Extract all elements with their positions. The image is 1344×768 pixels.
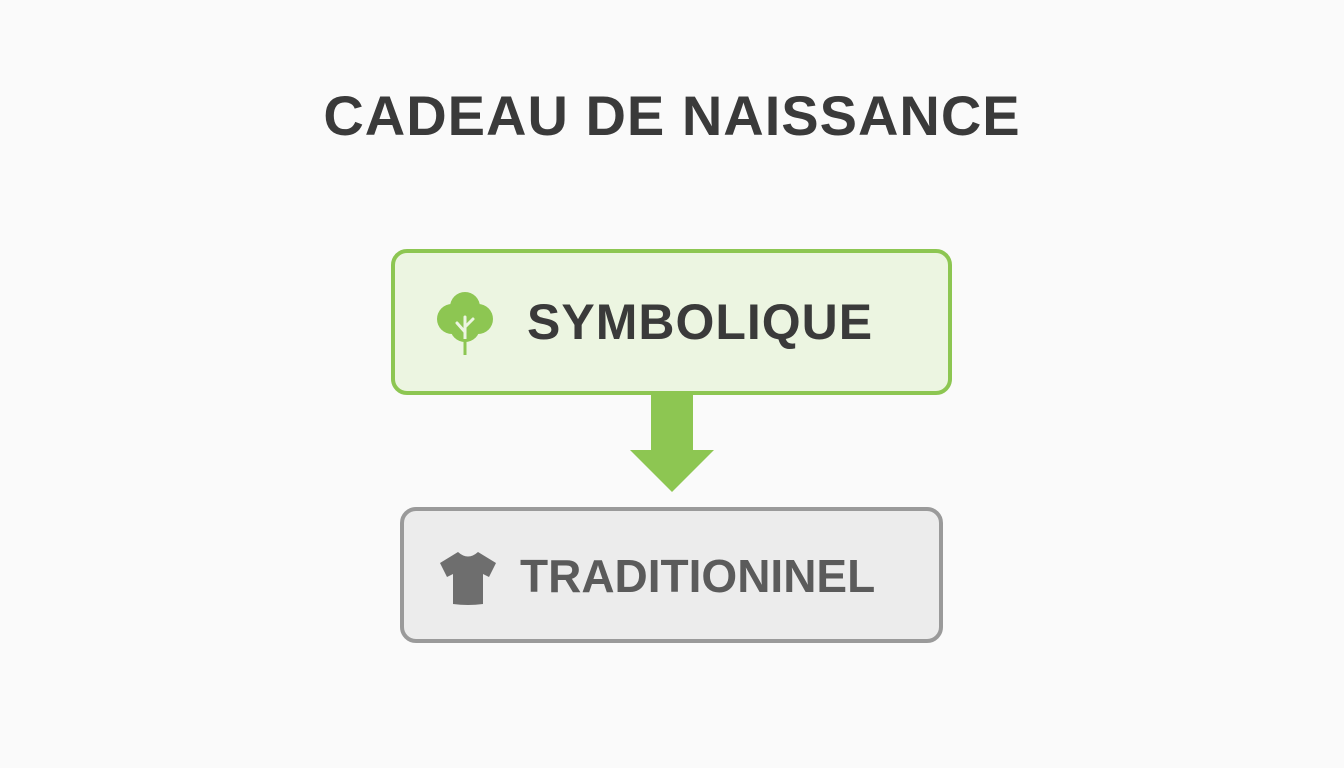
node-label: TRADITIONINEL <box>520 550 876 602</box>
diagram-title: CADEAU DE NAISSANCE <box>323 84 1021 147</box>
tshirt-icon <box>440 552 496 605</box>
node-label: SYMBOLIQUE <box>527 294 874 350</box>
node-traditioninel: TRADITIONINEL <box>400 507 943 643</box>
down-arrow-icon <box>630 392 714 492</box>
tree-icon <box>437 292 493 357</box>
node-symbolique: SYMBOLIQUE <box>391 249 952 395</box>
